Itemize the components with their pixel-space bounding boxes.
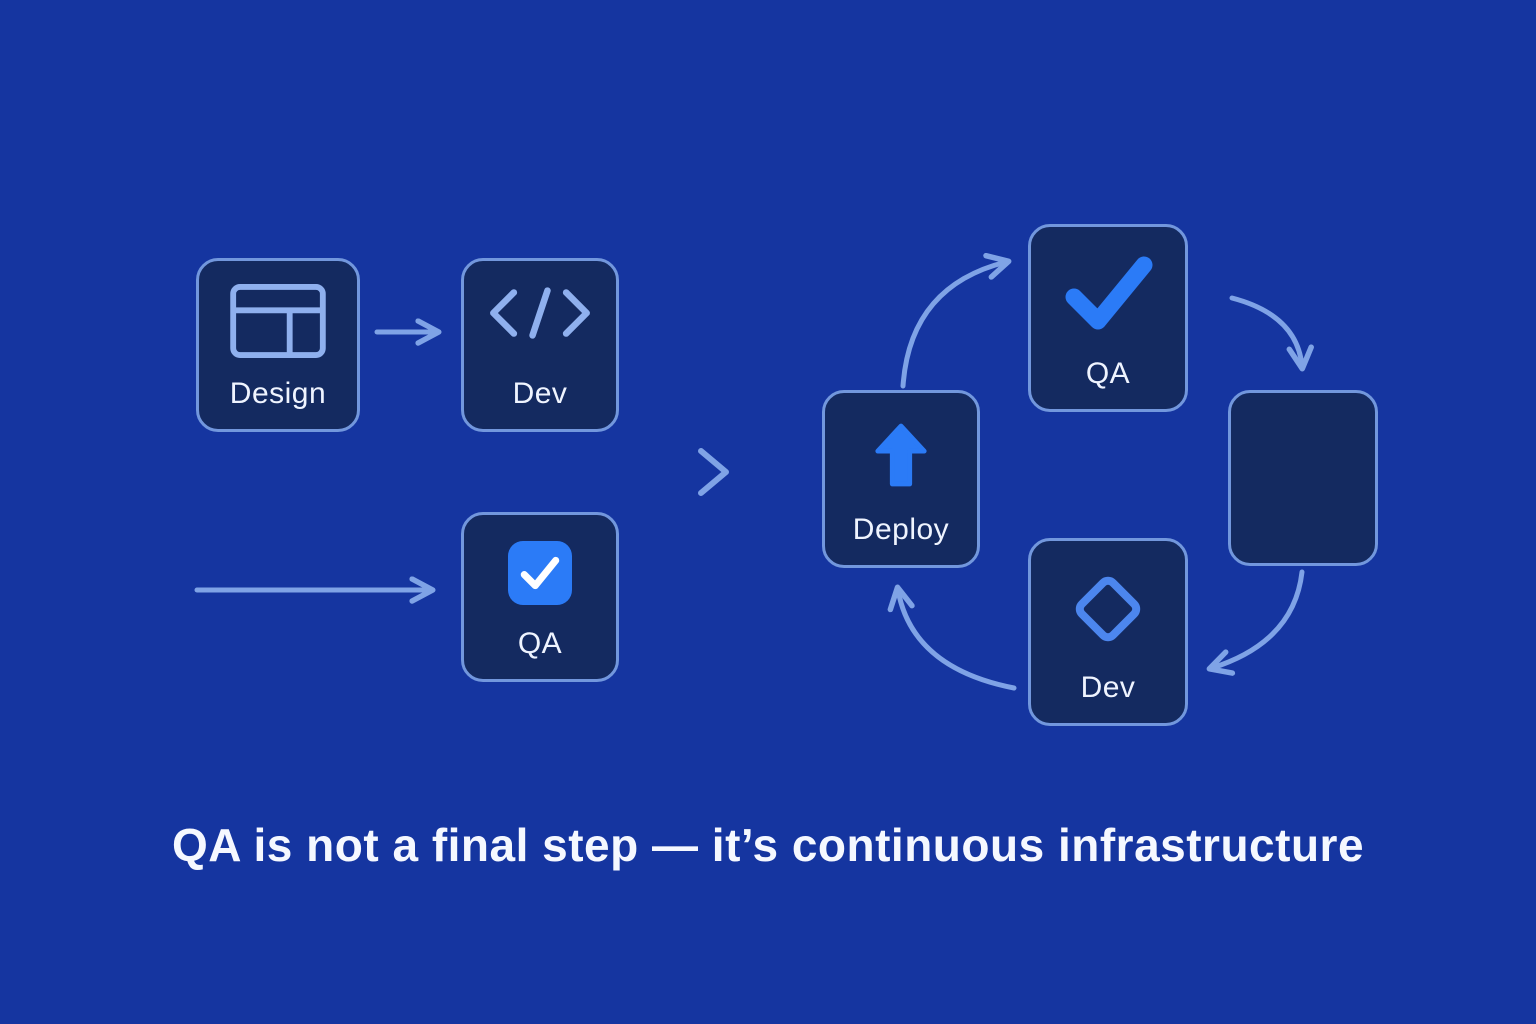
diamond-icon: [1075, 576, 1141, 642]
arc-dev-to-deploy: [887, 584, 1017, 691]
cycle-qa-label: QA: [1085, 357, 1131, 390]
dev-box: Dev: [461, 258, 619, 432]
deploy-label: Deploy: [852, 513, 950, 546]
browser-wireframe-icon: [230, 283, 326, 359]
checkmark-icon: [520, 556, 560, 590]
chevron-separator-icon: [698, 448, 729, 496]
deploy-box: Deploy: [822, 390, 980, 568]
code-brackets-icon: [490, 287, 590, 339]
design-label: Design: [229, 377, 327, 410]
arc-next-to-dev: [1206, 569, 1305, 676]
checkmark-icon: [1065, 256, 1153, 330]
arc-qa-to-next: [1229, 295, 1314, 372]
cycle-dev-label: Dev: [1080, 671, 1136, 704]
checkmark-badge-icon: [508, 541, 572, 605]
cycle-empty-box: [1228, 390, 1378, 566]
caption-text: QA is not a final step — it’s continuous…: [171, 819, 1365, 871]
cycle-qa-box: QA: [1028, 224, 1188, 412]
qa-label: QA: [517, 627, 563, 660]
dev-label: Dev: [512, 377, 568, 410]
arrow-up-icon: [875, 423, 927, 487]
arc-deploy-to-qa: [900, 252, 1012, 389]
design-box: Design: [196, 258, 360, 432]
qa-box: QA: [461, 512, 619, 682]
cycle-dev-box: Dev: [1028, 538, 1188, 726]
